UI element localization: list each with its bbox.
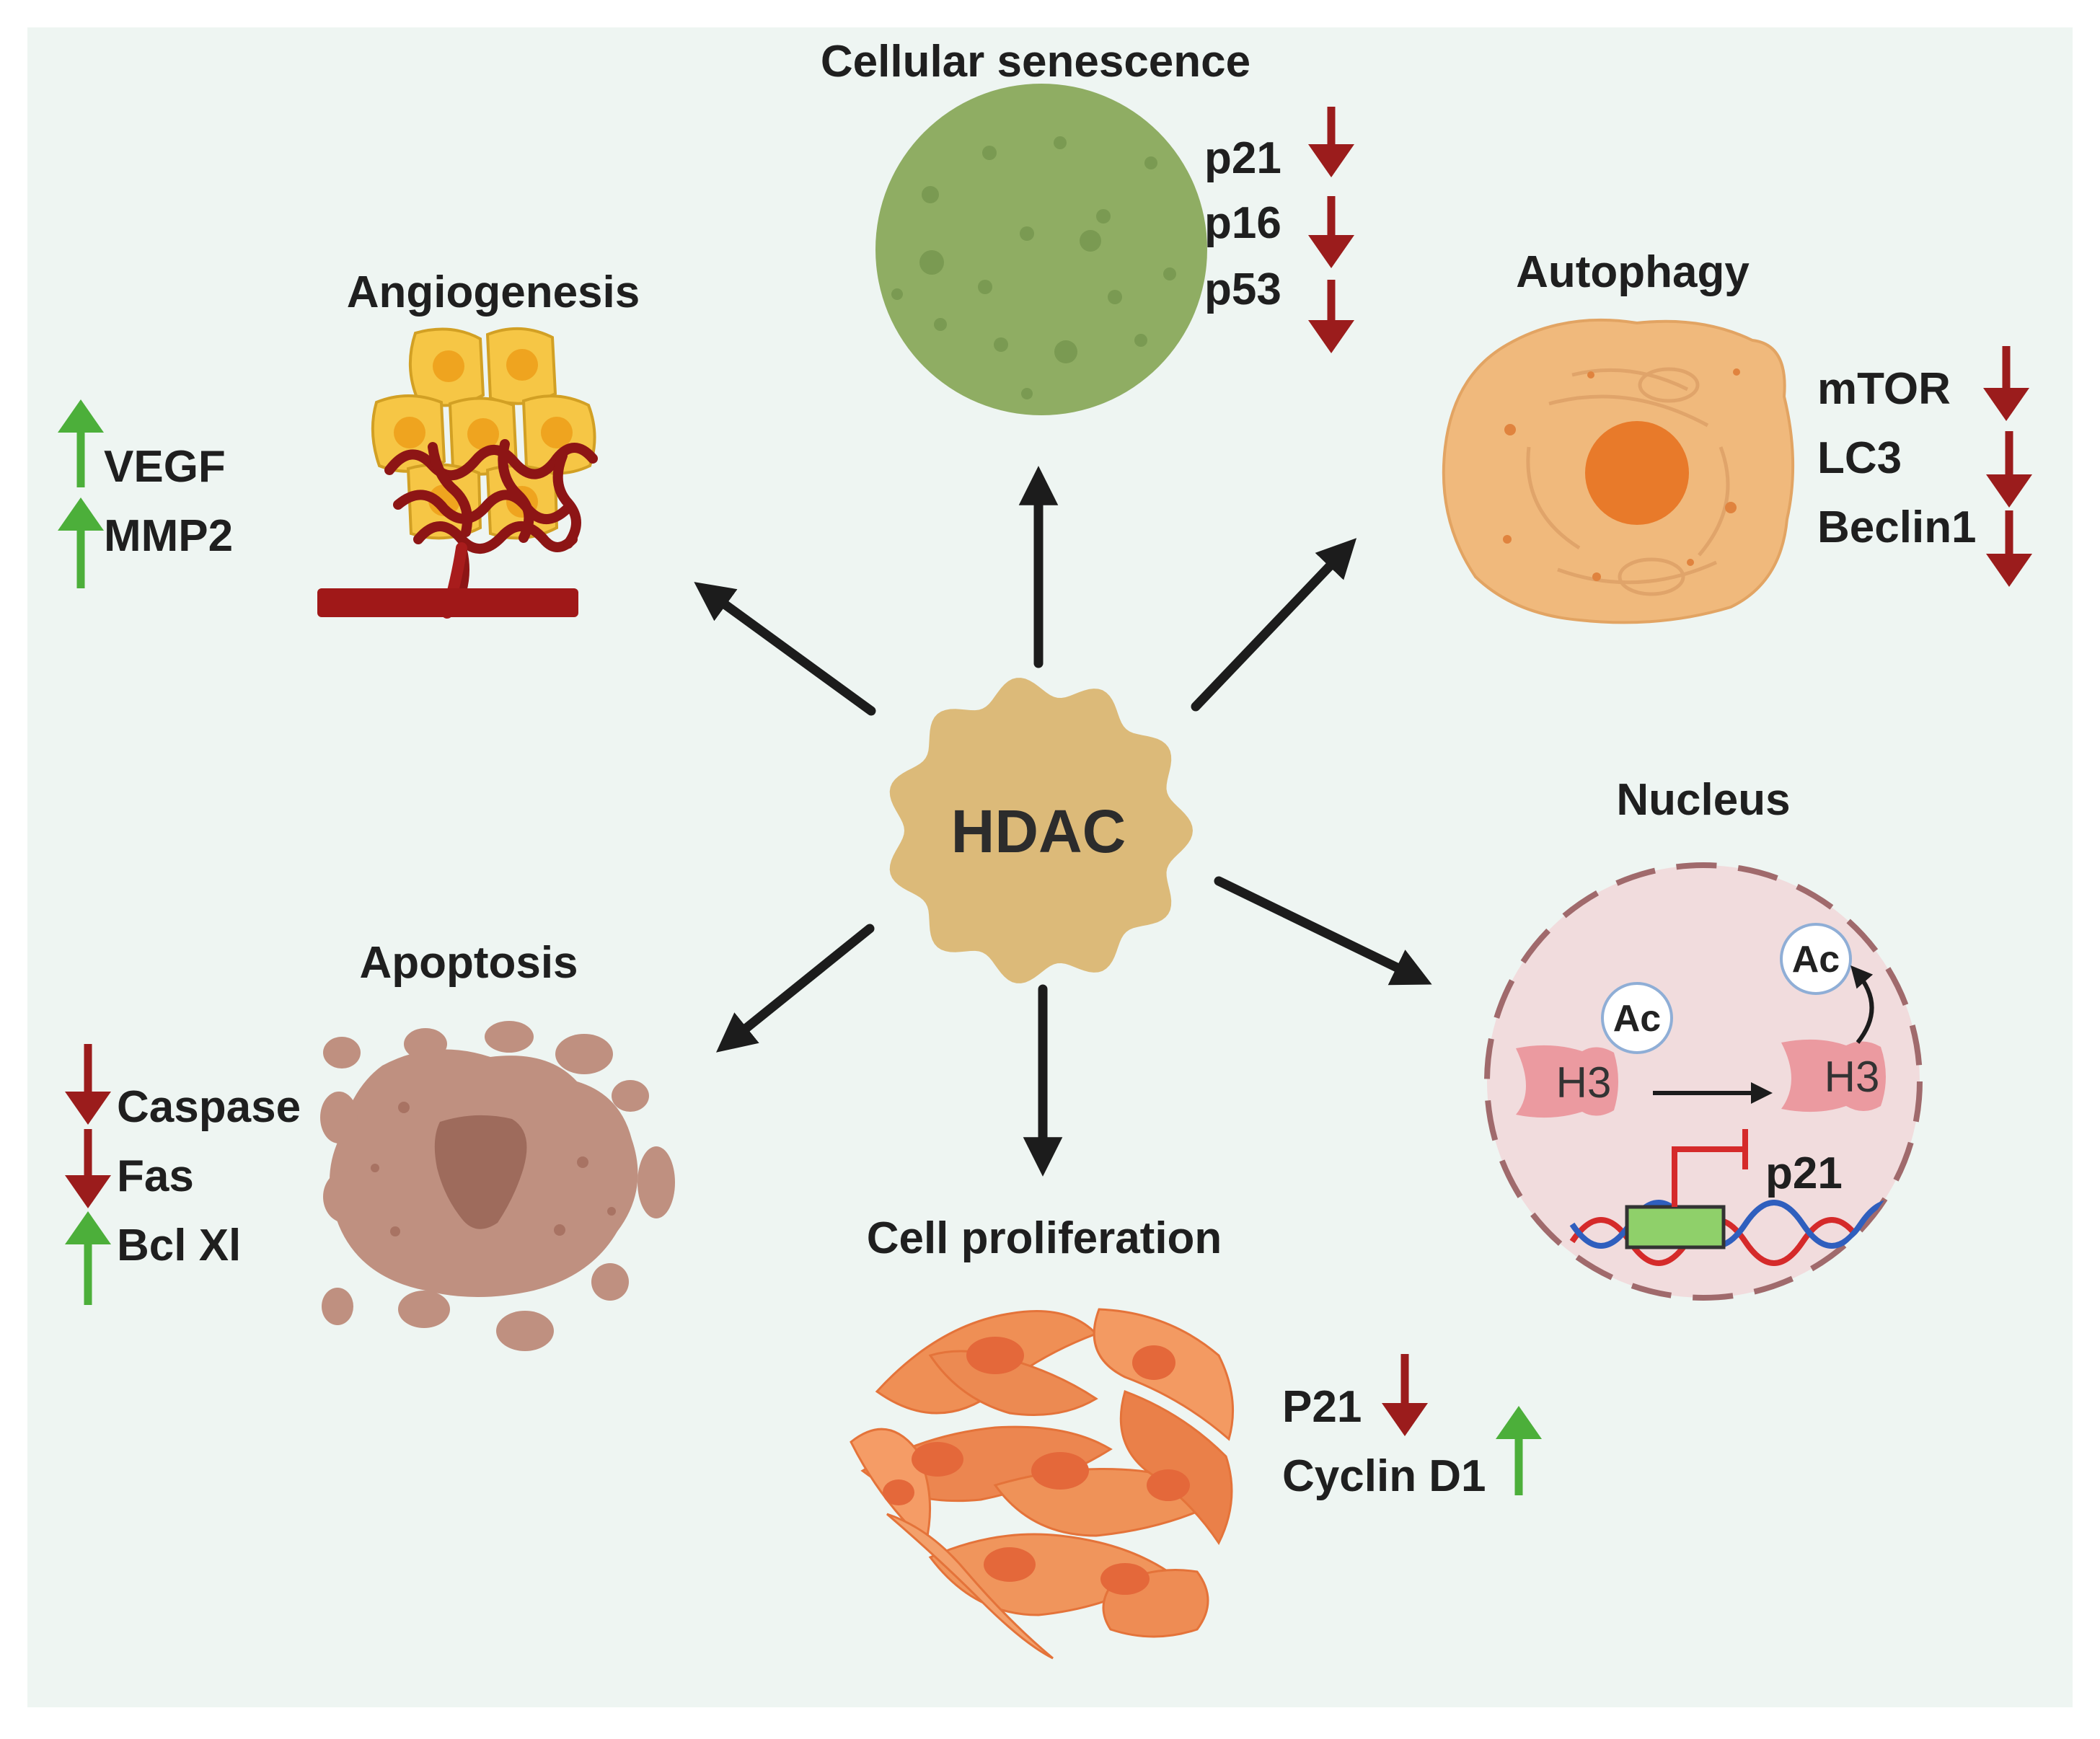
nucleus-group: Nucleus p21 H3 H3 Ac Ac — [1484, 775, 1923, 1301]
proliferation-title: Cell proliferation — [867, 1213, 1222, 1263]
caspase-down-arrow — [65, 1044, 111, 1125]
cyclin-d1-up-arrow — [1496, 1406, 1542, 1495]
acetyl-left-label: Ac — [1613, 998, 1661, 1040]
indicator-arrow-head — [65, 1211, 111, 1244]
indicator-arrow-head — [1986, 554, 2032, 587]
marker-vegf: VEGF — [104, 442, 226, 492]
marker-cyclin-d1: Cyclin D1 — [1282, 1451, 1486, 1501]
apoptotic-bodies — [320, 1021, 675, 1351]
senescence-group: Cellular senescence p21 p16 p53 — [821, 37, 1354, 415]
hdac-label: HDAC — [951, 797, 1126, 865]
indicator-arrow-head — [1496, 1406, 1542, 1439]
capillary-network — [384, 439, 598, 596]
autophagy-title: Autophagy — [1516, 247, 1750, 297]
marker-mmp2: MMP2 — [104, 511, 233, 561]
p21-down-arrow — [1308, 107, 1354, 177]
acetyl-left: Ac — [1601, 982, 1673, 1054]
marker-mtor: mTOR — [1817, 364, 1951, 414]
lc3-down-arrow — [1986, 431, 2032, 508]
apoptosis-markers: Caspase Fas Bcl Xl — [65, 1044, 301, 1305]
histone-h3-right-label: H3 — [1825, 1053, 1880, 1101]
p21-proliferation-down-arrow — [1382, 1354, 1428, 1436]
vegf-up-arrow — [58, 399, 104, 487]
nucleus-title: Nucleus — [1616, 775, 1790, 825]
senescence-title: Cellular senescence — [821, 37, 1250, 87]
indicator-arrow-head — [1308, 320, 1354, 353]
repression-symbol — [1672, 1129, 1748, 1207]
senescent-cell — [875, 84, 1207, 415]
arrow-to-nucleus — [1214, 876, 1432, 986]
indicator-arrow-head — [58, 497, 104, 531]
marker-beclin1: Beclin1 — [1817, 503, 1977, 552]
p21-gene-box — [1625, 1205, 1726, 1249]
autophagy-markers: mTOR LC3 Beclin1 — [1817, 346, 2032, 587]
p53-down-arrow — [1308, 280, 1354, 353]
autophagy-granules — [1503, 368, 1740, 581]
indicator-arrow-head — [65, 1175, 111, 1208]
arrow-to-autophagy — [1191, 538, 1357, 712]
indicator-arrow-head — [58, 399, 104, 433]
autophagy-nucleus — [1585, 421, 1689, 525]
apoptosis-specks — [371, 1102, 616, 1236]
indicator-arrow-head — [1986, 474, 2032, 508]
autophagy-er — [1526, 367, 1730, 596]
p16-down-arrow — [1308, 196, 1354, 268]
proliferating-nuclei — [883, 1337, 1190, 1595]
apoptotic-nucleus — [434, 1115, 527, 1229]
angiogenesis-group: Angiogenesis VEGF M — [58, 267, 640, 619]
marker-p21-proliferation: P21 — [1282, 1382, 1362, 1432]
proliferation-markers: P21 Cyclin D1 — [1282, 1354, 1542, 1501]
marker-lc3: LC3 — [1817, 433, 1902, 483]
fas-down-arrow — [65, 1129, 111, 1208]
marker-fas: Fas — [117, 1151, 194, 1201]
gene-label-p21: p21 — [1765, 1149, 1843, 1198]
histone-h3-right: H3 — [1781, 1039, 1886, 1112]
arrow-to-angiogenesis — [694, 582, 876, 716]
acetyl-release-arrow — [1850, 965, 1874, 1044]
marker-p16: p16 — [1204, 198, 1281, 248]
acetyl-right: Ac — [1780, 923, 1852, 995]
mtor-down-arrow — [1983, 346, 2029, 421]
angiogenesis-markers: VEGF MMP2 — [58, 399, 233, 588]
apoptosis-title: Apoptosis — [359, 938, 578, 988]
bcl-xl-up-arrow — [65, 1211, 111, 1305]
autophagy-group: Autophagy mTOR LC3 Beclin1 — [1442, 247, 2032, 624]
senescence-markers: p21 p16 p53 — [1204, 107, 1354, 353]
acetyl-right-label: Ac — [1792, 939, 1840, 981]
hdac-shape — [889, 678, 1193, 983]
apoptosis-group: Apoptosis Caspase Fas Bcl Xl — [65, 938, 675, 1351]
indicator-arrow-head — [1382, 1403, 1428, 1436]
mmp2-up-arrow — [58, 497, 104, 588]
marker-caspase: Caspase — [117, 1082, 301, 1132]
beclin1-down-arrow — [1986, 510, 2032, 587]
indicator-arrow-head — [65, 1092, 111, 1125]
marker-bcl-xl: Bcl Xl — [117, 1221, 241, 1270]
indicator-arrow-head — [1983, 388, 2029, 421]
blood-vessel — [317, 588, 578, 617]
marker-p53: p53 — [1204, 265, 1281, 314]
connector-arrows — [694, 466, 1432, 1177]
indicator-arrow-head — [1308, 144, 1354, 177]
angiogenesis-title: Angiogenesis — [347, 267, 640, 317]
marker-p21: p21 — [1204, 133, 1281, 183]
indicator-arrow-head — [1308, 235, 1354, 268]
histone-h3-left: H3 — [1516, 1045, 1618, 1118]
proliferation-group: Cell proliferation P21 Cyclin D1 — [850, 1213, 1542, 1660]
senescent-cell-spots — [891, 136, 1176, 399]
arrow-to-apoptosis — [715, 924, 875, 1053]
histone-h3-left-label: H3 — [1556, 1058, 1612, 1107]
hdac-node: HDAC — [889, 678, 1193, 983]
